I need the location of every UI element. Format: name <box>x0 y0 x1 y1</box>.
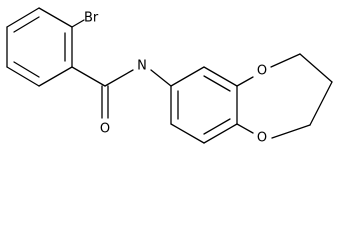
amide-linker: O N <box>71 59 172 137</box>
ring-bond <box>203 123 238 144</box>
benzodioxepine-aromatic-ring <box>170 66 238 144</box>
ring-double-bond <box>13 61 40 78</box>
dioxepine-ring: O O <box>236 53 333 146</box>
ring-bond <box>203 66 238 87</box>
methylene-bond <box>299 53 333 83</box>
methylene-bond <box>309 81 333 126</box>
methylene-oxygen-bond <box>271 124 311 139</box>
ring-bond <box>38 66 73 87</box>
bromine-atom-label: Br <box>84 11 99 26</box>
nitrogen-atom-label: N <box>137 59 147 74</box>
bottom-ether-oxygen-label: O <box>257 131 267 146</box>
carbonyl-nitrogen-bond <box>104 69 134 87</box>
ring-bond <box>6 7 40 28</box>
bromobenzene-ring <box>6 7 73 87</box>
chemical-structure-diagram: Br O N O O <box>6 7 333 146</box>
ring-bond <box>170 123 205 144</box>
ring-double-bond <box>13 16 40 33</box>
ring-bond <box>38 7 73 28</box>
ring-double-bond <box>203 118 231 135</box>
bromo-substituent: Br <box>71 11 99 28</box>
ring-bond <box>170 66 205 87</box>
nitrogen-aryl-bond <box>150 69 172 87</box>
c-br-bond <box>71 19 85 28</box>
carbonyl-oxygen-label: O <box>100 122 110 137</box>
oxygen-aryl-bond <box>236 123 254 134</box>
aryl-carbonyl-bond <box>71 66 106 87</box>
top-ether-oxygen-label: O <box>257 64 267 79</box>
aryl-oxygen-bond <box>236 76 254 87</box>
oxygen-methylene-bond <box>270 53 301 68</box>
ring-bond <box>6 66 40 87</box>
ring-double-bond <box>203 75 231 92</box>
